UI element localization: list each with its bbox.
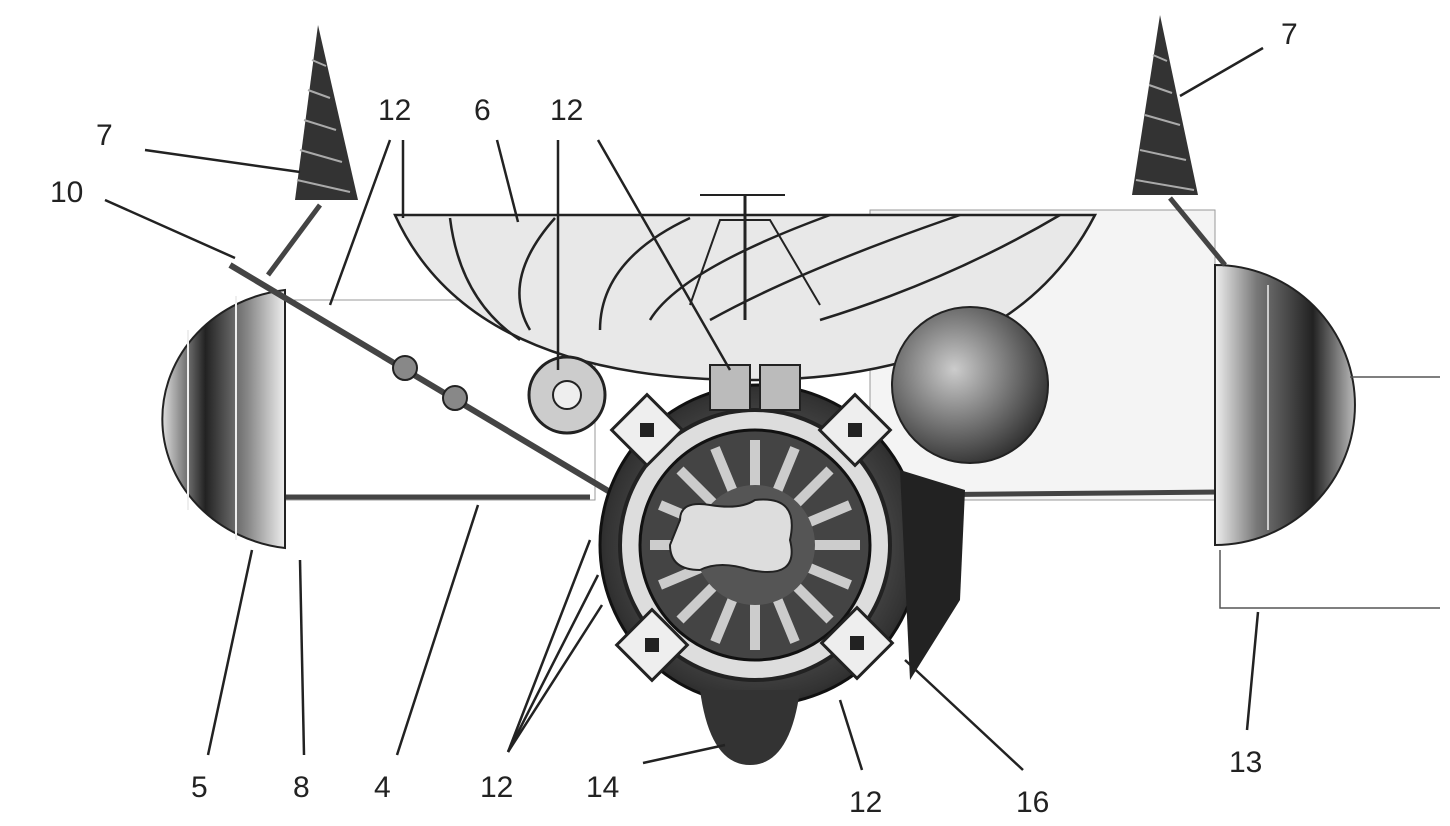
label-16: 16 — [1016, 786, 1049, 819]
left-radiator-hemisphere — [161, 288, 286, 550]
label-5: 5 — [191, 771, 208, 804]
label-12-top-a: 12 — [378, 94, 411, 127]
label-12-top-b: 12 — [550, 94, 583, 127]
label-8: 8 — [293, 771, 310, 804]
label-12-bottom-a: 12 — [480, 771, 513, 804]
leader-lines — [104, 46, 1264, 771]
right-helical-antenna — [1132, 15, 1227, 267]
label-4: 4 — [374, 771, 391, 804]
label-7-right: 7 — [1281, 18, 1298, 51]
magnetometer-boom — [228, 262, 617, 498]
label-6: 6 — [474, 94, 491, 127]
left-helical-antenna — [265, 25, 358, 277]
label-14: 14 — [586, 771, 619, 804]
engine-nozzle — [700, 690, 800, 765]
gas-tank-sphere — [891, 306, 1049, 464]
label-12-bottom-b: 12 — [849, 786, 882, 819]
label-7-left: 7 — [96, 119, 113, 152]
label-13: 13 — [1229, 746, 1262, 779]
right-radiator-hemisphere — [1214, 263, 1356, 547]
label-10: 10 — [50, 176, 83, 209]
